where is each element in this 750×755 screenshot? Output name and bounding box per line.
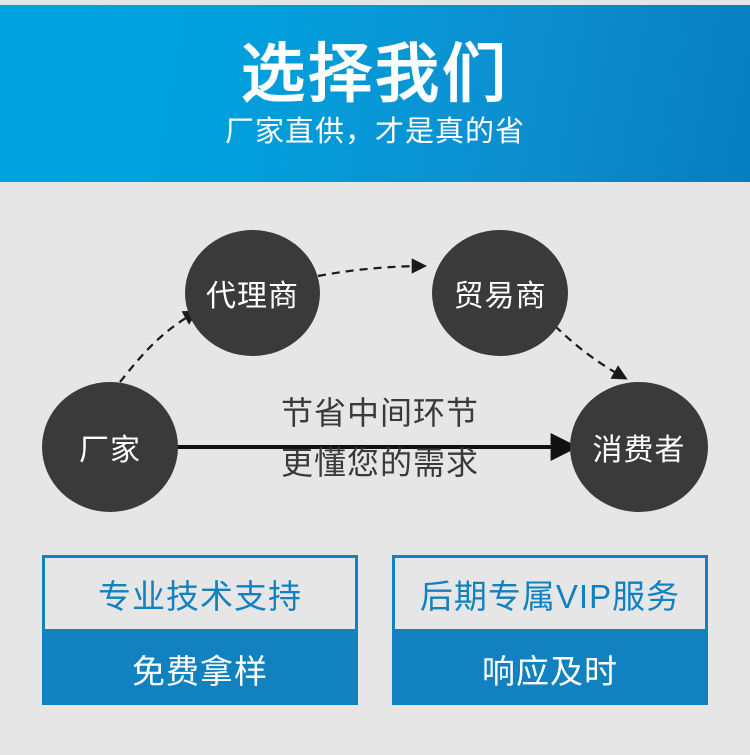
- feature-cards: 专业技术支持 免费拿样 后期专属VIP服务 响应及时: [0, 540, 750, 755]
- node-consumer[interactable]: 消费者: [570, 382, 708, 512]
- node-consumer-label: 消费者: [592, 434, 686, 467]
- feature-card-vip-service[interactable]: 后期专属VIP服务 响应及时: [392, 555, 708, 705]
- connector-agent-to-trader: [317, 258, 428, 278]
- page-subtitle: 厂家直供，才是真的省: [224, 116, 525, 148]
- connector-manufacturer-to-agent: [119, 310, 199, 383]
- page-title: 选择我们: [241, 38, 509, 110]
- center-benefit-line-2: 更懂您的需求: [280, 445, 479, 481]
- feature-card-vip-service-title: 后期专属VIP服务: [392, 555, 708, 632]
- feature-card-vip-service-subtitle: 响应及时: [392, 632, 708, 705]
- node-manufacturer[interactable]: 厂家: [42, 382, 178, 512]
- connector-trader-to-consumer: [554, 325, 628, 380]
- center-benefit-text: 节省中间环节 更懂您的需求: [215, 388, 545, 488]
- header-banner: 选择我们 厂家直供，才是真的省: [0, 5, 750, 182]
- node-agent-label: 代理商: [206, 280, 299, 313]
- diagram-connectors: [119, 258, 628, 461]
- feature-card-technical-support-subtitle: 免费拿样: [42, 632, 358, 705]
- node-agent[interactable]: 代理商: [185, 230, 320, 356]
- node-trader[interactable]: 贸易商: [432, 230, 568, 356]
- supply-chain-diagram: 厂家 代理商 贸易商 消费者 节省中间环节 更懂您的需求: [0, 182, 750, 540]
- feature-card-technical-support-title: 专业技术支持: [42, 555, 358, 632]
- banner-content: 选择我们 厂家直供，才是真的省: [0, 5, 750, 182]
- feature-card-technical-support[interactable]: 专业技术支持 免费拿样: [42, 555, 358, 705]
- center-benefit-line-1: 节省中间环节: [280, 395, 479, 431]
- top-strip: [0, 0, 750, 5]
- node-manufacturer-label: 厂家: [79, 434, 141, 467]
- node-trader-label: 贸易商: [453, 280, 547, 313]
